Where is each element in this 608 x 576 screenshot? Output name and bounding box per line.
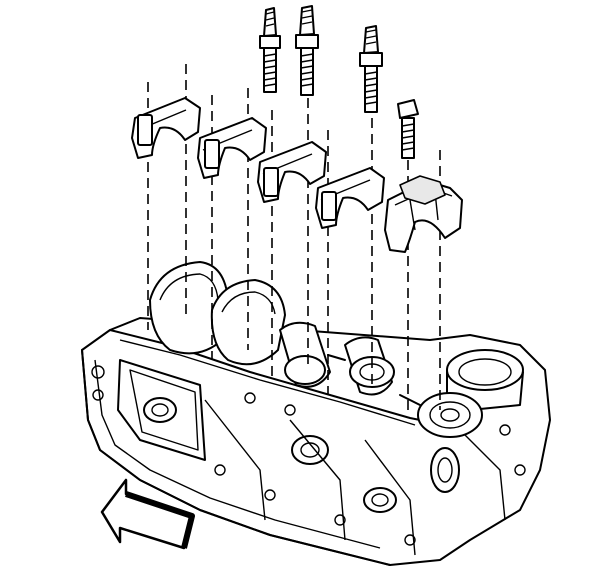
front-of-engine-arrow (100, 478, 195, 550)
crankshaft-main-bearing-cap-1 (131, 97, 201, 159)
crankshaft-main-bearing-cap-2 (197, 117, 267, 179)
engine-block (81, 317, 551, 566)
crankshaft (149, 261, 483, 438)
crankshaft-main-bearing-cap-3 (257, 141, 327, 203)
stud-bolt-2 (295, 5, 319, 96)
crankshaft-main-bearing-cap-4 (315, 167, 385, 229)
main-bearing-cap-stud-bolts (259, 5, 383, 113)
stud-bolt-1 (259, 7, 281, 93)
crankshaft-rear-main-bearing-cap (384, 175, 463, 253)
stud-bolt-3 (359, 25, 383, 113)
main-bearing-cap-bolt (397, 99, 419, 159)
